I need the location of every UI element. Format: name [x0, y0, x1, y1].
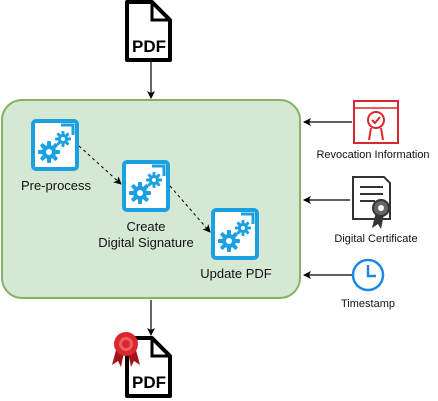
step-label-preprocess: Pre-process	[4, 178, 108, 194]
red-seal-ribbon-icon	[112, 332, 140, 367]
revocation-label: Revocation Information	[316, 149, 430, 161]
output-pdf-text: PDF	[132, 373, 166, 392]
create-signature-gears-icon	[122, 160, 170, 212]
output-signed-pdf-icon: PDF	[125, 336, 172, 398]
clock-icon	[351, 258, 385, 292]
update-pdf-gears-icon	[211, 208, 259, 260]
input-pdf-icon: PDF	[125, 0, 172, 62]
digital-certificate-icon	[352, 176, 391, 229]
timestamp-label: Timestamp	[341, 298, 395, 310]
preprocess-gears-icon	[31, 119, 79, 171]
step-update-line1: Update PDF	[200, 266, 272, 281]
step-label-create-signature: Create Digital Signature	[80, 219, 212, 251]
step-create-line2: Digital Signature	[98, 235, 194, 250]
input-pdf-text: PDF	[132, 37, 166, 56]
step-label-update-pdf: Update PDF	[184, 266, 288, 282]
certificate-label: Digital Certificate	[334, 233, 418, 245]
revocation-certificate-icon	[353, 100, 399, 144]
flow-arrow-2	[169, 185, 211, 233]
step-create-line1: Create	[126, 219, 166, 234]
step-preprocess-line1: Pre-process	[20, 178, 92, 193]
